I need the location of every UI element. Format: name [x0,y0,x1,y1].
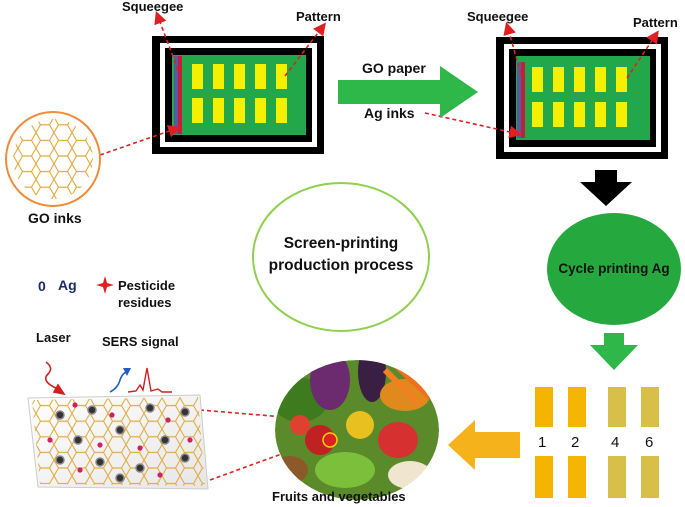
laser-label: Laser [36,330,71,345]
right-pattern-grid [532,67,627,127]
honeycomb-icon [13,119,93,199]
printed-strips [535,387,659,498]
go-inks-label: GO inks [28,210,82,226]
legend-ag-label: Ag [58,277,77,293]
legend-pesticide: Pesticide residues [118,277,175,311]
cycle-printing-node [547,213,681,325]
go-ink-circle [5,111,101,207]
left-screen-frame [152,36,324,154]
green-down-arrow [590,333,638,370]
sers-signal-label: SERS signal [102,334,179,349]
pattern-label-left: Pattern [296,9,341,24]
squeegee-label-left: Squeegee [122,0,184,14]
cycle-printing-label: Cycle printing Ag [558,261,670,276]
process-title-line2: production process [268,257,414,274]
squeegee-icon [174,56,182,134]
laser-arrow-icon [44,361,66,396]
pesticide-star-icon [96,276,114,294]
strip-number: 2 [571,434,580,451]
black-down-arrow [580,170,632,206]
sers-substrate [27,394,209,490]
pattern-label-right: Pattern [633,15,678,30]
fruits-vegetables-label: Fruits and vegetables [272,489,406,504]
strip-number: 4 [611,434,620,451]
process-title: Screen-printing production process [253,233,429,277]
strip-number: 1 [538,434,547,451]
squeegee-label-right: Squeegee [467,9,529,24]
sers-spectrum-icon [109,367,172,393]
process-circle [252,182,430,332]
strip-number: 6 [645,434,654,451]
process-title-line1: Screen-printing [283,235,399,252]
squeegee-icon [517,62,525,138]
left-pattern-grid [192,64,287,123]
right-screen-frame [496,37,668,159]
green-right-arrow [338,66,478,118]
orange-left-arrow [448,420,520,470]
legend-ag-symbol: 0 [38,278,46,294]
ag-inks-label: Ag inks [364,105,415,121]
legend-pesticide-line2: residues [118,295,172,310]
go-paper-label: GO paper [362,60,426,76]
legend-pesticide-line1: Pesticide [118,278,176,293]
produce-image [275,360,439,500]
